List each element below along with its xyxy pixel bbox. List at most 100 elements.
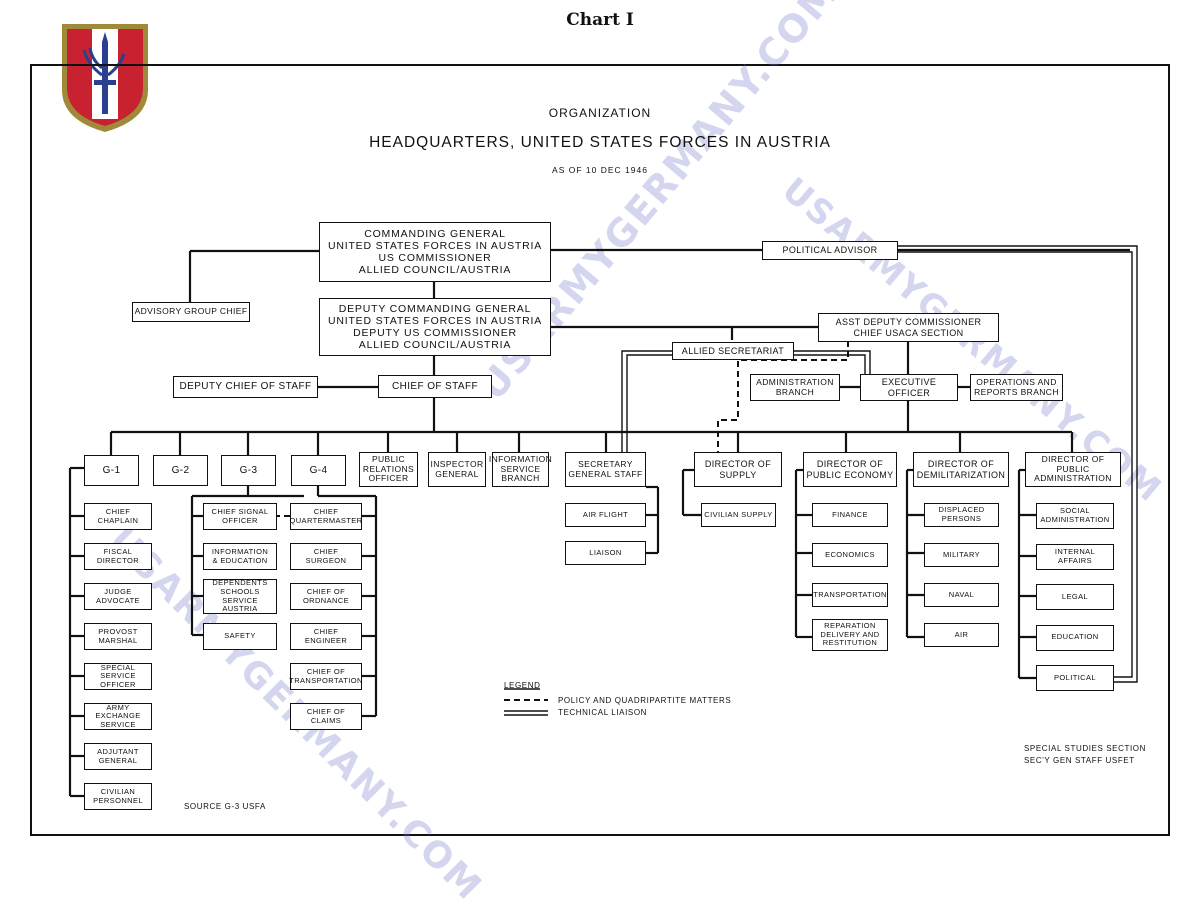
sub-unit-label: PERSONNEL <box>93 795 143 805</box>
political-advisor-box: POLITICAL ADVISOR <box>762 241 898 260</box>
executive-officer-label-line: OFFICER <box>887 387 931 398</box>
advisory-group-chief-box: ADVISORY GROUP CHIEF <box>132 302 250 322</box>
sub-unit-label: SOCIAL <box>1060 506 1090 516</box>
sub-unit-label: PERSONS <box>941 514 982 523</box>
sub-unit-label: AUSTRIA <box>222 604 258 614</box>
director-of-demilitarization-label-line: DEMILITARIZATION <box>916 469 1006 480</box>
sub-unit-label: ADMINISTRATION <box>1040 515 1110 524</box>
sub-unit-label: MARSHAL <box>98 635 138 645</box>
sub-unit-box: LIAISON <box>565 541 646 565</box>
sub-unit-box: EDUCATION <box>1036 624 1114 651</box>
deputy-commanding-general-label-line: UNITED STATES FORCES IN AUSTRIA <box>327 314 542 327</box>
sub-unit-box: MILITARY <box>924 543 999 567</box>
director-of-public-economy-label-line: DIRECTOR OF <box>816 459 884 470</box>
sub-unit-label: SCHOOLS SERVICE <box>220 586 260 605</box>
director-of-demilitarization-label-line: DIRECTOR OF <box>927 459 995 470</box>
director-of-public-administration-label-line: DIRECTOR OF <box>1041 453 1105 464</box>
source-note: SOURCE G-3 USFA <box>184 802 266 811</box>
sub-unit-label: RESTITUTION <box>822 638 878 648</box>
information-service-branch-label-line: INFORMATION <box>488 453 553 464</box>
deputy-chief-of-staff-box: DEPUTY CHIEF OF STAFF <box>173 376 318 398</box>
g2-label: G-2 <box>171 464 190 476</box>
deputy-commanding-general-label-line: DEPUTY US COMMISSIONER <box>353 327 517 339</box>
sub-unit-box: TRANSPORTATION <box>812 583 888 607</box>
sub-unit-label: PROVOST <box>98 626 138 636</box>
inspector-general-label-line: GENERAL <box>435 468 479 479</box>
connector-lines <box>68 245 1138 798</box>
sub-unit-label: NAVAL <box>948 589 975 599</box>
sub-unit-box: INTERNAL AFFAIRS <box>1036 543 1114 570</box>
sub-unit-label: CLAIMS <box>310 715 342 725</box>
sub-unit-label: ECONOMICS <box>825 549 875 559</box>
g2-box: G-2 <box>153 455 208 486</box>
sub-unit-box: SAFETY <box>203 623 277 650</box>
commanding-general-label-line: US COMMISSIONER <box>378 252 492 264</box>
unit-patch-icon <box>62 24 148 132</box>
sub-unit-label: SAFETY <box>224 631 256 641</box>
director-of-supply-label-line: SUPPLY <box>719 469 757 480</box>
sub-unit-label: SURGEON <box>305 555 347 565</box>
public-relations-officer-label-line: OFFICER <box>368 473 409 484</box>
sub-unit-label: ORDNANCE <box>302 595 350 605</box>
g4-label: G-4 <box>309 464 328 476</box>
sub-unit-label: INTERNAL AFFAIRS <box>1054 546 1096 565</box>
operations-reports-branch-label-line: REPORTS BRANCH <box>974 386 1059 397</box>
sub-unit-label: & EDUCATION <box>212 555 268 565</box>
legend-policy-label: POLICY AND QUADRIPARTITE MATTERS <box>558 696 732 705</box>
administration-branch-label-line: ADMINISTRATION <box>756 376 834 387</box>
chart-heading: ORGANIZATION <box>548 106 652 120</box>
sub-unit-label: CHIEF <box>313 506 339 516</box>
sub-unit-label: DEPENDENTS <box>212 578 268 588</box>
sub-unit-label: SPECIAL SERVICE <box>100 662 136 681</box>
sub-unit-box: FINANCE <box>812 503 888 527</box>
sub-unit-label: CHIEF <box>313 546 339 556</box>
sub-unit-label: LEGAL <box>1061 591 1089 601</box>
chief-of-staff-box: CHIEF OF STAFF <box>378 375 492 398</box>
public-relations-officer-label-line: RELATIONS <box>362 463 415 474</box>
sub-unit-label: FINANCE <box>832 509 868 519</box>
sub-unit-label: GENERAL <box>98 755 138 765</box>
legend-technical-label: TECHNICAL LIAISON <box>558 708 648 717</box>
sub-unit-label: CHIEF OF <box>306 706 346 716</box>
sub-unit-box: LEGAL <box>1036 584 1114 610</box>
public-relations-officer-label-line: PUBLIC <box>371 453 406 464</box>
chart-date: AS OF 10 DEC 1946 <box>552 165 648 175</box>
administration-branch-label-line: BRANCH <box>775 386 815 397</box>
information-service-branch-label-line: SERVICE <box>500 463 541 474</box>
sub-unit-label: REPARATION <box>824 621 876 631</box>
sub-unit-label: QUARTERMASTER <box>289 515 363 525</box>
sub-unit-label: TRANSPORTATION <box>289 675 363 685</box>
inspector-general-label-line: INSPECTOR <box>430 458 484 469</box>
director-of-supply-label-line: DIRECTOR OF <box>704 459 772 470</box>
g3-label: G-3 <box>239 464 258 476</box>
asst-deputy-commissioner-label-line: ASST DEPUTY COMMISSIONER <box>835 317 982 328</box>
sub-unit-label: CIVILIAN SUPPLY <box>704 509 773 519</box>
chart-label: Chart I <box>566 10 634 30</box>
operations-reports-branch-label-line: OPERATIONS AND <box>976 376 1057 387</box>
sub-unit-label: MILITARY <box>942 549 981 559</box>
sub-unit-label: CHAPLAIN <box>97 515 139 525</box>
deputy-chief-of-staff-label: DEPUTY CHIEF OF STAFF <box>179 381 312 393</box>
deputy-commanding-general-label-line: ALLIED COUNCIL/AUSTRIA <box>358 339 512 352</box>
sub-unit-label: POLITICAL <box>1054 672 1096 682</box>
sub-unit-label: ARMY EXCHANGE <box>95 702 141 721</box>
sub-unit-label: DIRECTOR <box>96 555 140 565</box>
executive-officer-label-line: EXECUTIVE <box>881 377 937 388</box>
sub-unit-box: AIR FLIGHT <box>565 503 646 527</box>
